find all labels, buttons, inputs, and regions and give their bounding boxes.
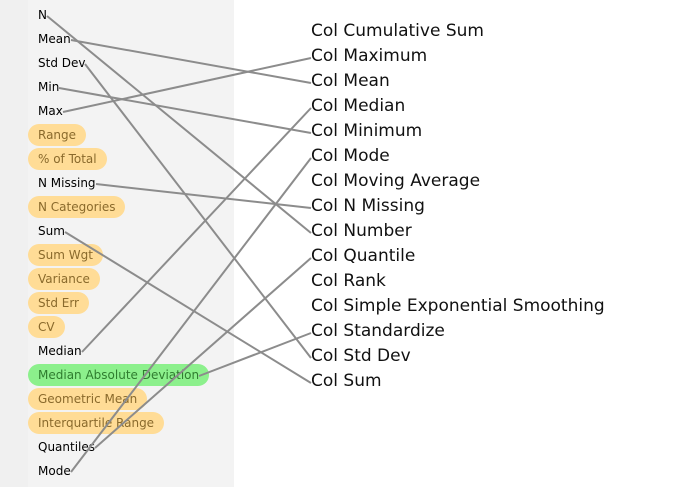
function-col-maximum[interactable]: Col Maximum [311, 46, 428, 66]
function-col-minimum[interactable]: Col Minimum [311, 121, 423, 141]
stat-item-n-missing[interactable]: N Missing [38, 176, 96, 190]
stat-item-geometric-mean[interactable]: Geometric Mean [28, 388, 148, 410]
function-col-rank[interactable]: Col Rank [311, 271, 386, 291]
stat-item-interquartile-range[interactable]: Interquartile Range [28, 412, 165, 434]
function-col-median[interactable]: Col Median [311, 96, 406, 116]
function-col-moving-average[interactable]: Col Moving Average [311, 171, 481, 191]
stat-item-max[interactable]: Max [38, 104, 63, 118]
stat-item-mean[interactable]: Mean [38, 32, 71, 46]
function-col-sum[interactable]: Col Sum [311, 371, 382, 391]
function-col-number[interactable]: Col Number [311, 221, 412, 241]
stat-item-range[interactable]: Range [28, 124, 87, 146]
stat-item-median[interactable]: Median [38, 344, 82, 358]
function-col-n-missing[interactable]: Col N Missing [311, 196, 425, 216]
function-col-standardize[interactable]: Col Standardize [311, 321, 445, 341]
function-col-cumulative-sum[interactable]: Col Cumulative Sum [311, 21, 484, 41]
stat-item-variance[interactable]: Variance [28, 268, 100, 290]
stat-item-sum-wgt[interactable]: Sum Wgt [28, 244, 103, 266]
stat-item-std-err[interactable]: Std Err [28, 292, 89, 314]
stat-item-n-categories[interactable]: N Categories [28, 196, 126, 218]
stat-item-std-dev[interactable]: Std Dev [38, 56, 86, 70]
stat-item-sum[interactable]: Sum [38, 224, 65, 238]
stat-item-median-absolute-deviation[interactable]: Median Absolute Deviation [28, 364, 210, 386]
stat-item-of-total[interactable]: % of Total [28, 148, 107, 170]
stat-item-mode[interactable]: Mode [38, 464, 71, 478]
function-col-mean[interactable]: Col Mean [311, 71, 390, 91]
function-col-mode[interactable]: Col Mode [311, 146, 390, 166]
function-col-quantile[interactable]: Col Quantile [311, 246, 416, 266]
stat-item-n[interactable]: N [38, 8, 47, 22]
stat-item-cv[interactable]: CV [28, 316, 65, 338]
function-col-simple-exponential-smoothing[interactable]: Col Simple Exponential Smoothing [311, 296, 605, 316]
stat-item-quantiles[interactable]: Quantiles [38, 440, 96, 454]
stat-item-min[interactable]: Min [38, 80, 60, 94]
function-col-std-dev[interactable]: Col Std Dev [311, 346, 411, 366]
